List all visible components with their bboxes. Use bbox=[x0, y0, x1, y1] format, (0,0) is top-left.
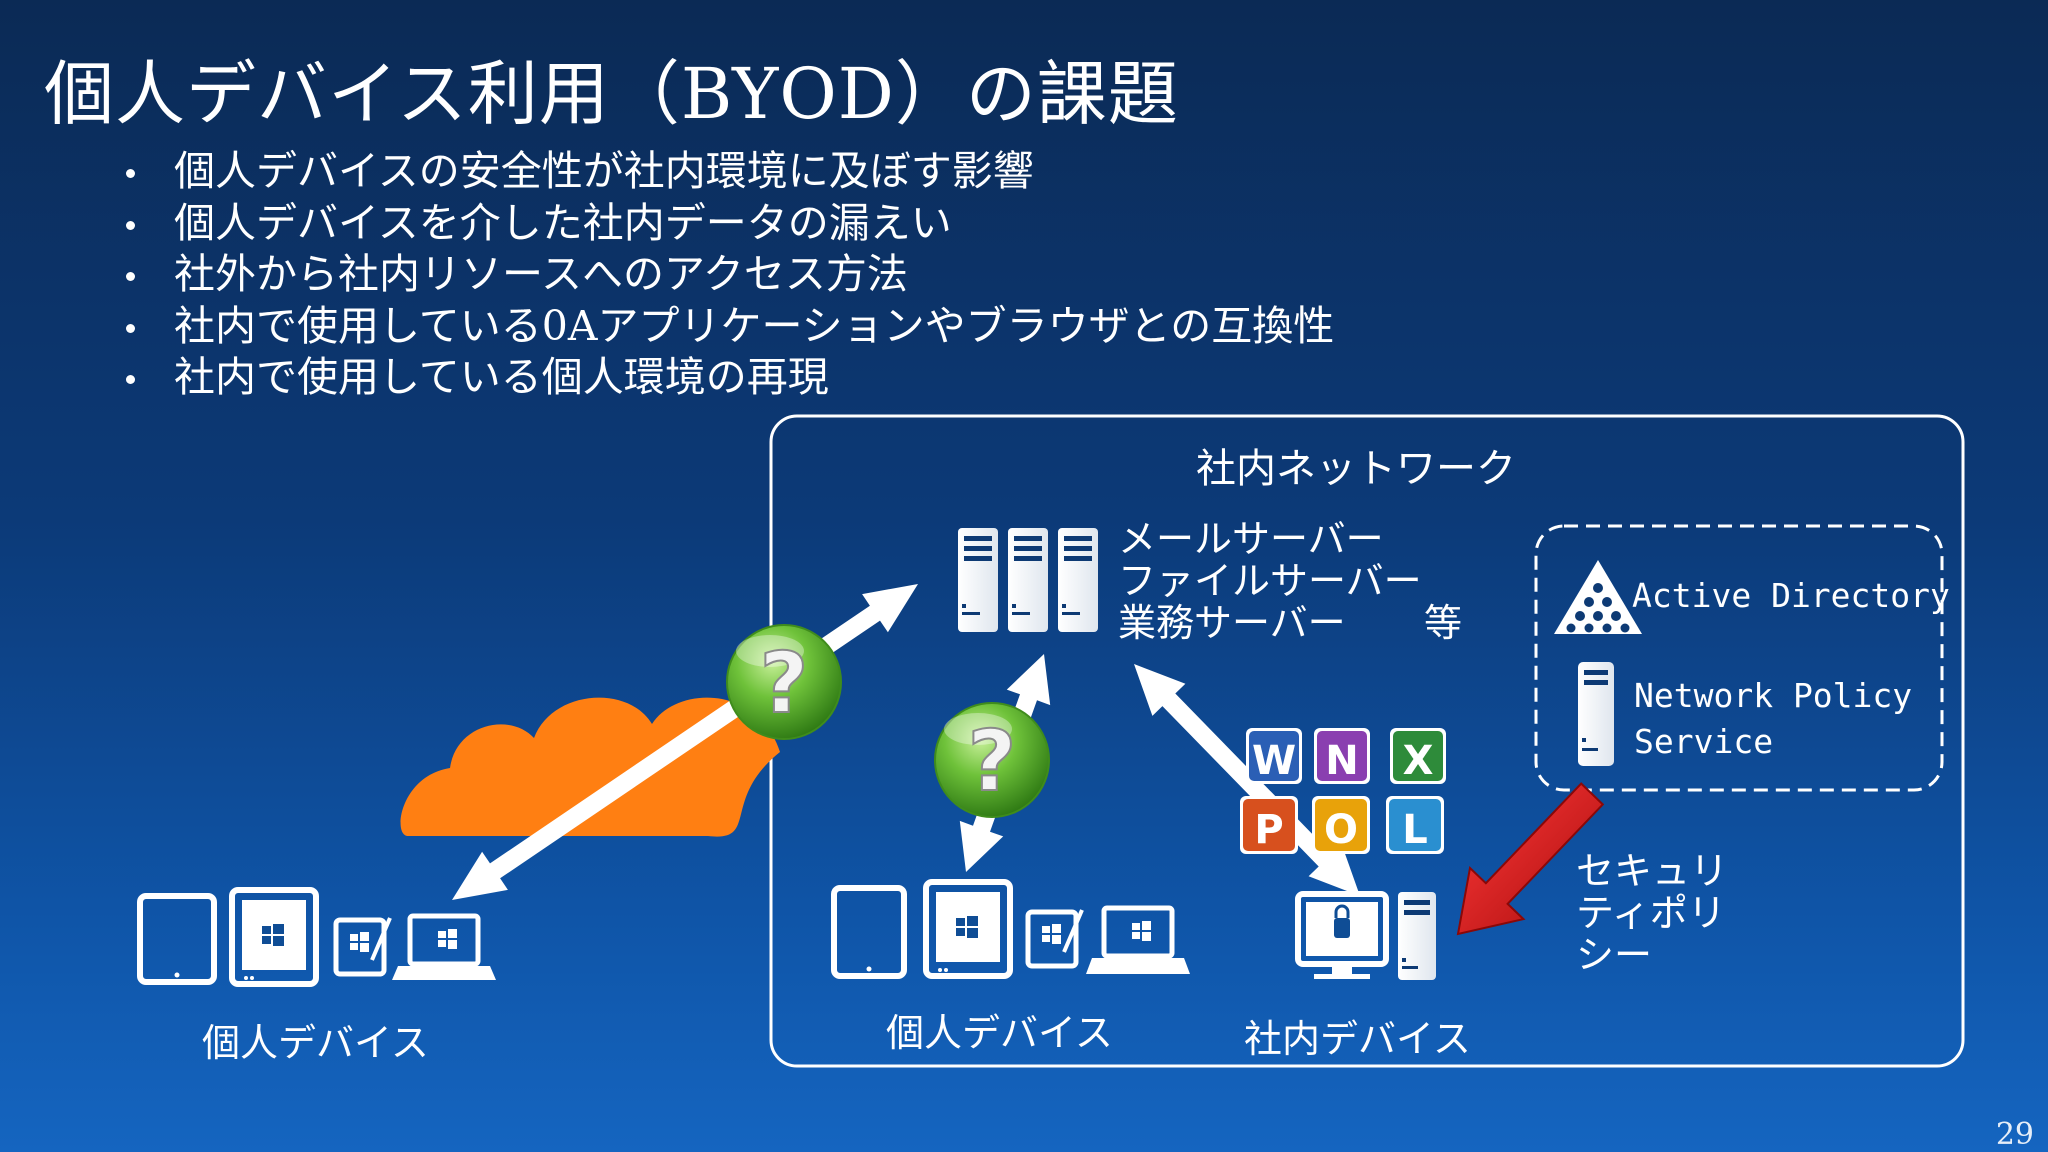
bullet-dot bbox=[126, 375, 135, 384]
personal-devices-outside-label: 個人デバイス bbox=[202, 1021, 429, 1065]
active-directory-label: Active Directory bbox=[1632, 576, 1950, 615]
bullet-item: 社内で使用している0Aアプリケーションやブラウザとの互換性 bbox=[120, 301, 1334, 353]
question-icon-outside: ? bbox=[726, 624, 842, 740]
bullet-dot bbox=[126, 272, 135, 281]
convertible-icon bbox=[333, 917, 392, 977]
bullet-dot bbox=[126, 169, 135, 178]
bullet-list: 個人デバイスの安全性が社内環境に及ぼす影響 個人デバイスを介した社内データの漏え… bbox=[120, 146, 1334, 404]
question-mark-outside: ? bbox=[760, 634, 809, 732]
page-number: 29 bbox=[1995, 1117, 2034, 1152]
question-icon-byod: ? bbox=[934, 702, 1050, 818]
bullet-dot bbox=[126, 220, 135, 230]
server-label-business: 業務サーバー bbox=[1118, 601, 1346, 645]
desktop-tower-icon bbox=[1398, 892, 1436, 980]
onenote-icon: N bbox=[1314, 728, 1370, 784]
network-label: 社内ネットワーク bbox=[1196, 446, 1516, 492]
personal-devices-outside-icons bbox=[137, 887, 496, 987]
tablet-icon bbox=[137, 893, 217, 985]
security-policy-label-1: セキュリ bbox=[1576, 849, 1729, 893]
server-label-mail: メールサーバー bbox=[1118, 517, 1384, 561]
windows-tablet-icon bbox=[229, 887, 319, 987]
server-label-etc: 等 bbox=[1424, 601, 1463, 645]
server-label-file: ファイルサーバー bbox=[1118, 559, 1422, 603]
svg-text:O: O bbox=[1324, 807, 1358, 853]
nps-label-line1: Network Policy bbox=[1634, 676, 1913, 715]
active-directory-icon bbox=[1554, 560, 1642, 634]
personal-devices-inside-icons bbox=[831, 879, 1190, 979]
windows-tablet-icon bbox=[923, 879, 1013, 979]
nps-label-line2: Service bbox=[1634, 722, 1774, 761]
svg-text:P: P bbox=[1254, 807, 1283, 853]
bullet-item: 社内で使用している個人環境の再現 bbox=[120, 352, 1334, 404]
question-mark-byod: ? bbox=[968, 712, 1017, 810]
server-icon bbox=[958, 528, 998, 632]
bullet-dot bbox=[126, 323, 135, 333]
svg-text:X: X bbox=[1403, 738, 1434, 784]
tablet-icon bbox=[831, 885, 907, 979]
slide-title: 個人デバイス利用（BYOD）の課題 bbox=[44, 53, 1179, 135]
personal-devices-inside-label: 個人デバイス bbox=[886, 1011, 1113, 1055]
nps-server-icon bbox=[1578, 662, 1614, 766]
security-policy-arrow bbox=[1456, 782, 1605, 936]
server-icon bbox=[1008, 528, 1048, 632]
bullet-item: 社外から社内リソースへのアクセス方法 bbox=[120, 249, 1334, 301]
excel-icon: X bbox=[1390, 728, 1446, 784]
office-app-icons: W N X P O bbox=[1240, 728, 1446, 854]
bullet-item: 個人デバイスの安全性が社内環境に及ぼす影響 bbox=[120, 146, 1334, 198]
desktop-monitor-icon bbox=[1295, 891, 1389, 979]
convertible-icon bbox=[1025, 909, 1084, 969]
svg-text:L: L bbox=[1402, 807, 1428, 853]
security-policy-label-2: ティポリ bbox=[1576, 891, 1726, 935]
powerpoint-icon: P bbox=[1240, 796, 1298, 854]
laptop-icon bbox=[392, 913, 496, 980]
server-icons bbox=[958, 528, 1098, 632]
security-policy-label-3: シー bbox=[1576, 933, 1653, 977]
directory-services-group bbox=[1534, 524, 1944, 792]
svg-text:W: W bbox=[1252, 738, 1296, 784]
laptop-icon bbox=[1086, 905, 1190, 974]
server-icon bbox=[1058, 528, 1098, 632]
lync-icon: L bbox=[1386, 796, 1444, 854]
word-icon: W bbox=[1246, 728, 1302, 784]
company-devices-icons bbox=[1295, 891, 1436, 980]
bullet-item: 個人デバイスを介した社内データの漏えい bbox=[120, 198, 1334, 250]
svg-text:N: N bbox=[1325, 738, 1358, 784]
company-devices-label: 社内デバイス bbox=[1244, 1017, 1471, 1061]
outlook-icon: O bbox=[1312, 796, 1370, 854]
